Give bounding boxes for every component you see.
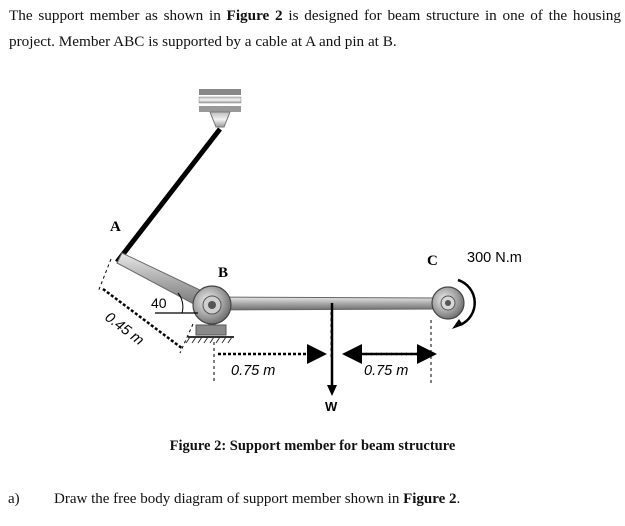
cable [115, 127, 222, 264]
member-abc [116, 252, 441, 312]
dimension-diagonal [102, 288, 184, 350]
pin-support-b [185, 285, 234, 344]
angle-label: 40 [151, 295, 167, 311]
question-text-2: . [456, 491, 461, 507]
load-label: W [325, 399, 338, 414]
moment-arrow [457, 278, 476, 327]
ceiling-support [198, 89, 242, 128]
left-length-label: 0.75 m [231, 363, 275, 379]
question-figure-reference: Figure 2 [403, 491, 457, 507]
problem-statement: The support member as shown in Figure 2 … [9, 3, 621, 55]
intro-text-1: The support member as shown in [9, 7, 227, 24]
figure-caption: Figure 2: Support member for beam struct… [169, 438, 456, 454]
question-text-1: Draw the free body diagram of support me… [54, 491, 404, 507]
label-a: A [110, 219, 121, 235]
end-c [431, 286, 465, 320]
question-label: a) [8, 491, 20, 507]
figure-reference: Figure 2 [226, 7, 283, 24]
question-text: Draw the free body diagram of support me… [54, 491, 460, 508]
moment-label: 300 N.m [467, 250, 522, 266]
label-b: B [218, 265, 228, 281]
intro-text-2: is designed for beam structure in one of… [9, 7, 621, 50]
label-c: C [427, 253, 438, 269]
right-length-label: 0.75 m [364, 363, 408, 379]
